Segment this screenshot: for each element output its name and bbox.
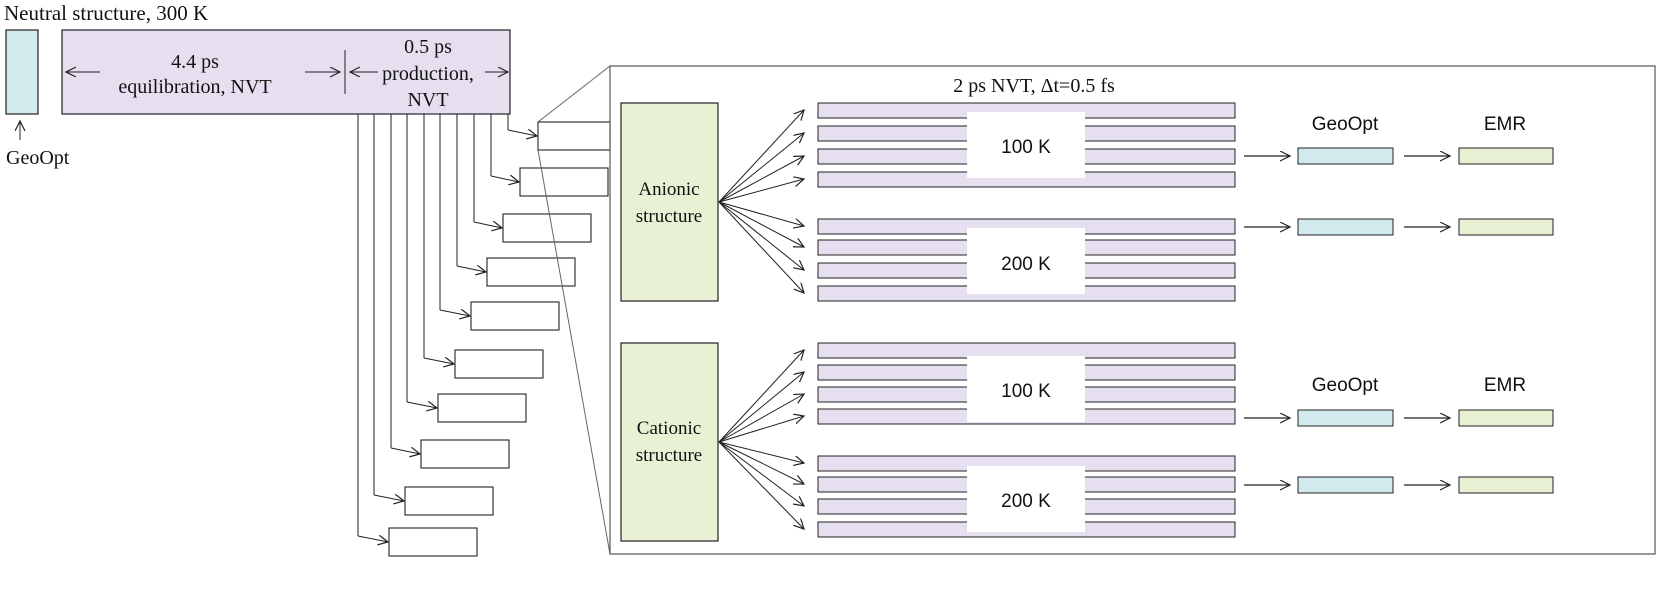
snapshot-box bbox=[537, 121, 611, 151]
temp-200-bottom-backdrop bbox=[967, 466, 1085, 532]
emr-box bbox=[1458, 476, 1554, 494]
fan-arrow bbox=[718, 201, 804, 270]
cationic-label-1: Cationic bbox=[637, 418, 701, 439]
snapshot-connector-arrow bbox=[456, 266, 486, 272]
temp-100-bottom: 100 K bbox=[1001, 381, 1051, 402]
temp-100-top-backdrop bbox=[967, 112, 1085, 178]
fan-arrow bbox=[718, 372, 804, 443]
emr-col-bottom-label: EMR bbox=[1484, 375, 1526, 396]
snapshot-staircase bbox=[357, 114, 611, 557]
fan-arrow bbox=[718, 394, 804, 443]
fan-arrow bbox=[718, 201, 804, 247]
snapshot-connector-arrow bbox=[357, 536, 388, 542]
snapshot-connector-arrow bbox=[490, 176, 519, 182]
geoopt-col-bottom-label: GeoOpt bbox=[1312, 375, 1379, 396]
snapshot-connector-arrow bbox=[423, 358, 454, 364]
anionic-label-1: Anionic bbox=[638, 179, 699, 200]
anionic-label-2: structure bbox=[636, 206, 702, 227]
geoopt-box bbox=[1297, 409, 1394, 427]
geoopt-box bbox=[1297, 476, 1394, 494]
snapshot-box bbox=[404, 486, 494, 516]
cationic-structure-box bbox=[620, 342, 719, 542]
fan-arrow bbox=[718, 110, 804, 203]
fan-arrow bbox=[718, 441, 804, 484]
temp-200-top-backdrop bbox=[967, 228, 1085, 294]
snapshot-box bbox=[437, 393, 527, 423]
anionic-structure-box bbox=[620, 102, 719, 302]
snapshot-box bbox=[502, 213, 592, 243]
fan-arrow bbox=[718, 441, 804, 506]
prod-label: production, bbox=[382, 63, 474, 85]
equil-label: equilibration, NVT bbox=[118, 76, 271, 98]
snapshot-connector-arrow bbox=[507, 130, 537, 136]
temp-100-top: 100 K bbox=[1001, 137, 1051, 158]
geoopt-col-top-label: GeoOpt bbox=[1312, 114, 1379, 135]
neutral-structure-title: Neutral structure, 300 K bbox=[4, 1, 208, 25]
geoopt-left-label: GeoOpt bbox=[6, 147, 70, 169]
fan-arrow bbox=[718, 441, 804, 529]
geoopt-box bbox=[1297, 147, 1394, 165]
fan-arrow bbox=[718, 201, 804, 226]
snapshot-connector-arrow bbox=[390, 448, 420, 454]
geoopt-emr-pipeline bbox=[1244, 147, 1554, 494]
temp-100-bottom-backdrop bbox=[967, 356, 1085, 422]
panel-title: 2 ps NVT, Δt=0.5 fs bbox=[953, 75, 1115, 97]
emr-box bbox=[1458, 147, 1554, 165]
detail-panel bbox=[609, 65, 1656, 555]
snapshot-box bbox=[454, 349, 544, 379]
snapshot-box bbox=[420, 439, 510, 469]
prod-ensemble: NVT bbox=[407, 89, 448, 111]
snapshot-connector-arrow bbox=[373, 495, 404, 501]
trajectory-fan-arrows bbox=[718, 110, 804, 529]
fan-arrow bbox=[718, 441, 804, 463]
emr-box bbox=[1458, 218, 1554, 236]
snapshot-box bbox=[470, 301, 560, 331]
equil-duration: 4.4 ps bbox=[171, 51, 219, 73]
snapshot-box bbox=[519, 167, 609, 197]
snapshot-connector-arrow bbox=[406, 402, 437, 408]
temp-200-bottom: 200 K bbox=[1001, 491, 1051, 512]
zoom-line-bottom bbox=[537, 149, 611, 555]
equilibration-production-bar bbox=[61, 29, 511, 115]
emr-col-top-label: EMR bbox=[1484, 114, 1526, 135]
temp-200-top: 200 K bbox=[1001, 254, 1051, 275]
snapshot-connector-arrow bbox=[473, 222, 502, 228]
snapshot-connector-arrow bbox=[439, 310, 470, 316]
neutral-geoopt-box bbox=[5, 29, 39, 115]
zoom-line-top bbox=[537, 65, 611, 123]
snapshot-box bbox=[388, 527, 478, 557]
fan-arrow bbox=[718, 133, 804, 203]
fan-arrow bbox=[718, 350, 804, 443]
cationic-label-2: structure bbox=[636, 445, 702, 466]
fan-arrow bbox=[718, 201, 804, 293]
trajectory-bar bbox=[817, 342, 1236, 359]
geoopt-box bbox=[1297, 218, 1394, 236]
fan-arrow bbox=[718, 416, 804, 443]
emr-box bbox=[1458, 409, 1554, 427]
fan-arrow bbox=[718, 179, 804, 203]
prod-duration: 0.5 ps bbox=[404, 36, 452, 58]
fan-arrow bbox=[718, 156, 804, 203]
